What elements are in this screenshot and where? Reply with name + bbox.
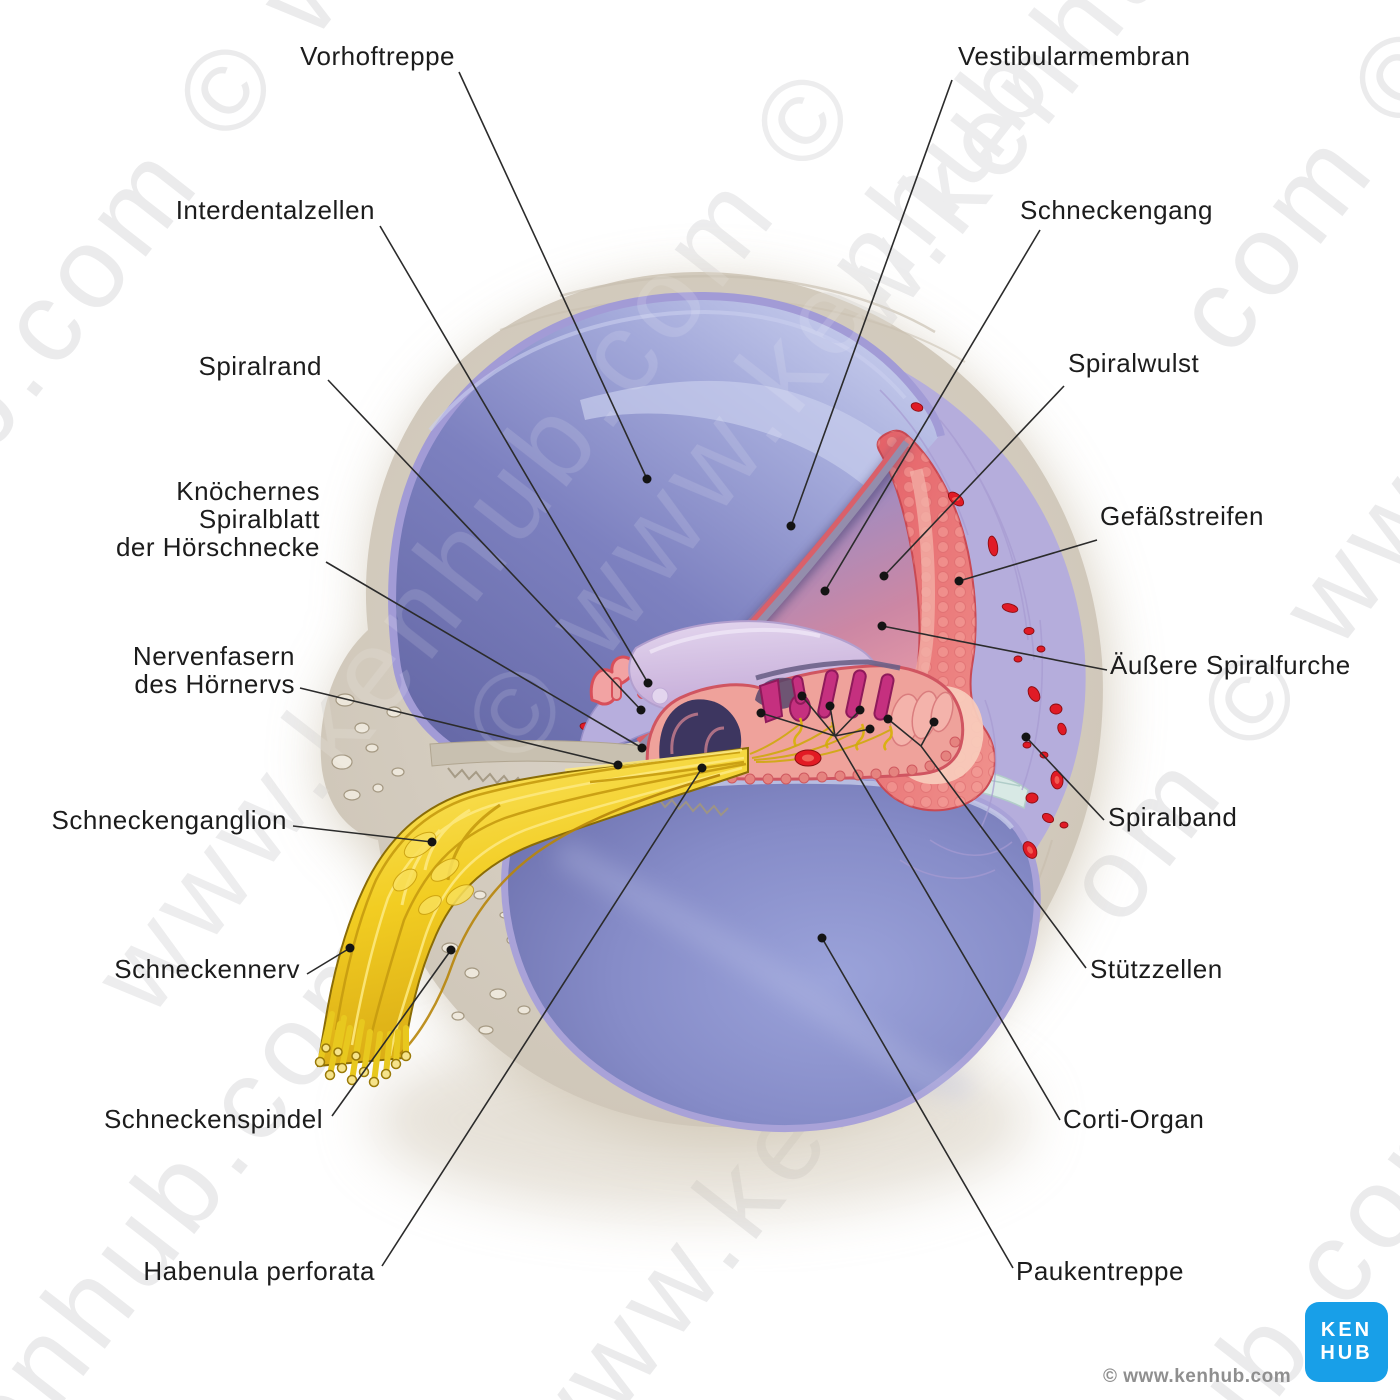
label-aeussere-spiralfurche: Äußere Spiralfurche <box>1110 650 1351 680</box>
leader-vestibularmembran <box>790 79 953 527</box>
leader-interdentalzellen <box>379 225 649 684</box>
label-spiralband: Spiralband <box>1108 802 1238 832</box>
leader-vorhoftreppe <box>458 71 648 480</box>
leader-gefaessstreifen <box>958 539 1098 582</box>
label-stuetzzellen: Stützzellen <box>1090 954 1223 984</box>
label-spiralrand: Spiralrand <box>198 351 322 381</box>
leader-dots <box>345 474 1031 955</box>
label-schneckenganglion: Schneckenganglion <box>51 805 287 835</box>
leader-schneckenganglion <box>292 825 433 843</box>
label-paukentreppe: Paukentreppe <box>1016 1256 1184 1286</box>
label-habenula-perforata: Habenula perforata <box>143 1256 375 1286</box>
label-interdentalzellen: Interdentalzellen <box>175 195 375 225</box>
leader-spiralrand <box>327 379 642 711</box>
label-schneckengang: Schneckengang <box>1020 195 1213 225</box>
hair-cells <box>758 669 895 724</box>
scala-vestibuli <box>388 291 945 752</box>
leader-spiralband <box>1025 736 1105 821</box>
label-spiralwulst: Spiralwulst <box>1068 348 1200 378</box>
label-schneckennerv: Schneckennerv <box>114 954 300 984</box>
leader-paukentreppe <box>821 937 1014 1269</box>
ligament-fibers <box>879 389 1044 880</box>
label-schneckenspindel: Schneckenspindel <box>103 1104 323 1134</box>
leader-corti-organ <box>760 695 1061 1121</box>
leader-nervenfasern <box>299 687 619 766</box>
kenhub-logo-line1: KEN <box>1320 1319 1373 1341</box>
kenhub-logo[interactable]: KEN HUB <box>1305 1302 1388 1382</box>
leader-lines <box>292 71 1108 1269</box>
label-corti-organ: Corti-Organ <box>1063 1104 1205 1134</box>
leader-schneckenspindel <box>331 949 452 1117</box>
nerve-cut-ends <box>314 1011 412 1088</box>
ganglion-swellings <box>392 831 475 915</box>
leader-schneckennerv <box>306 947 351 975</box>
leader-stuetzzellen <box>887 718 1087 969</box>
leader-schneckengang <box>824 229 1041 592</box>
label-knoechernes-spiralblatt: Knöchernes Spiralblatt der Hörschnecke <box>115 476 320 562</box>
leader-spiralwulst <box>883 385 1065 577</box>
copyright-credit: © www.kenhub.com <box>1103 1366 1292 1387</box>
leader-habenula-perforata <box>381 767 703 1267</box>
leader-knoechernes-spiralblatt <box>325 561 643 749</box>
leader-aeussere-spiralfurche <box>881 625 1108 671</box>
label-vestibularmembran: Vestibularmembran <box>958 41 1191 71</box>
organ-of-corti <box>645 659 965 785</box>
red-blood-cell <box>794 749 822 767</box>
nerve-endings <box>793 717 893 751</box>
cochlear-nerve <box>314 746 749 1088</box>
scala-tympani <box>501 765 1041 1133</box>
label-vorhoftreppe: Vorhoftreppe <box>300 41 455 71</box>
kenhub-logo-line2: HUB <box>1320 1342 1373 1364</box>
label-gefaessstreifen: Gefäßstreifen <box>1100 501 1265 531</box>
label-nervenfasern: Nervenfasern des Hörnervs <box>132 641 295 699</box>
